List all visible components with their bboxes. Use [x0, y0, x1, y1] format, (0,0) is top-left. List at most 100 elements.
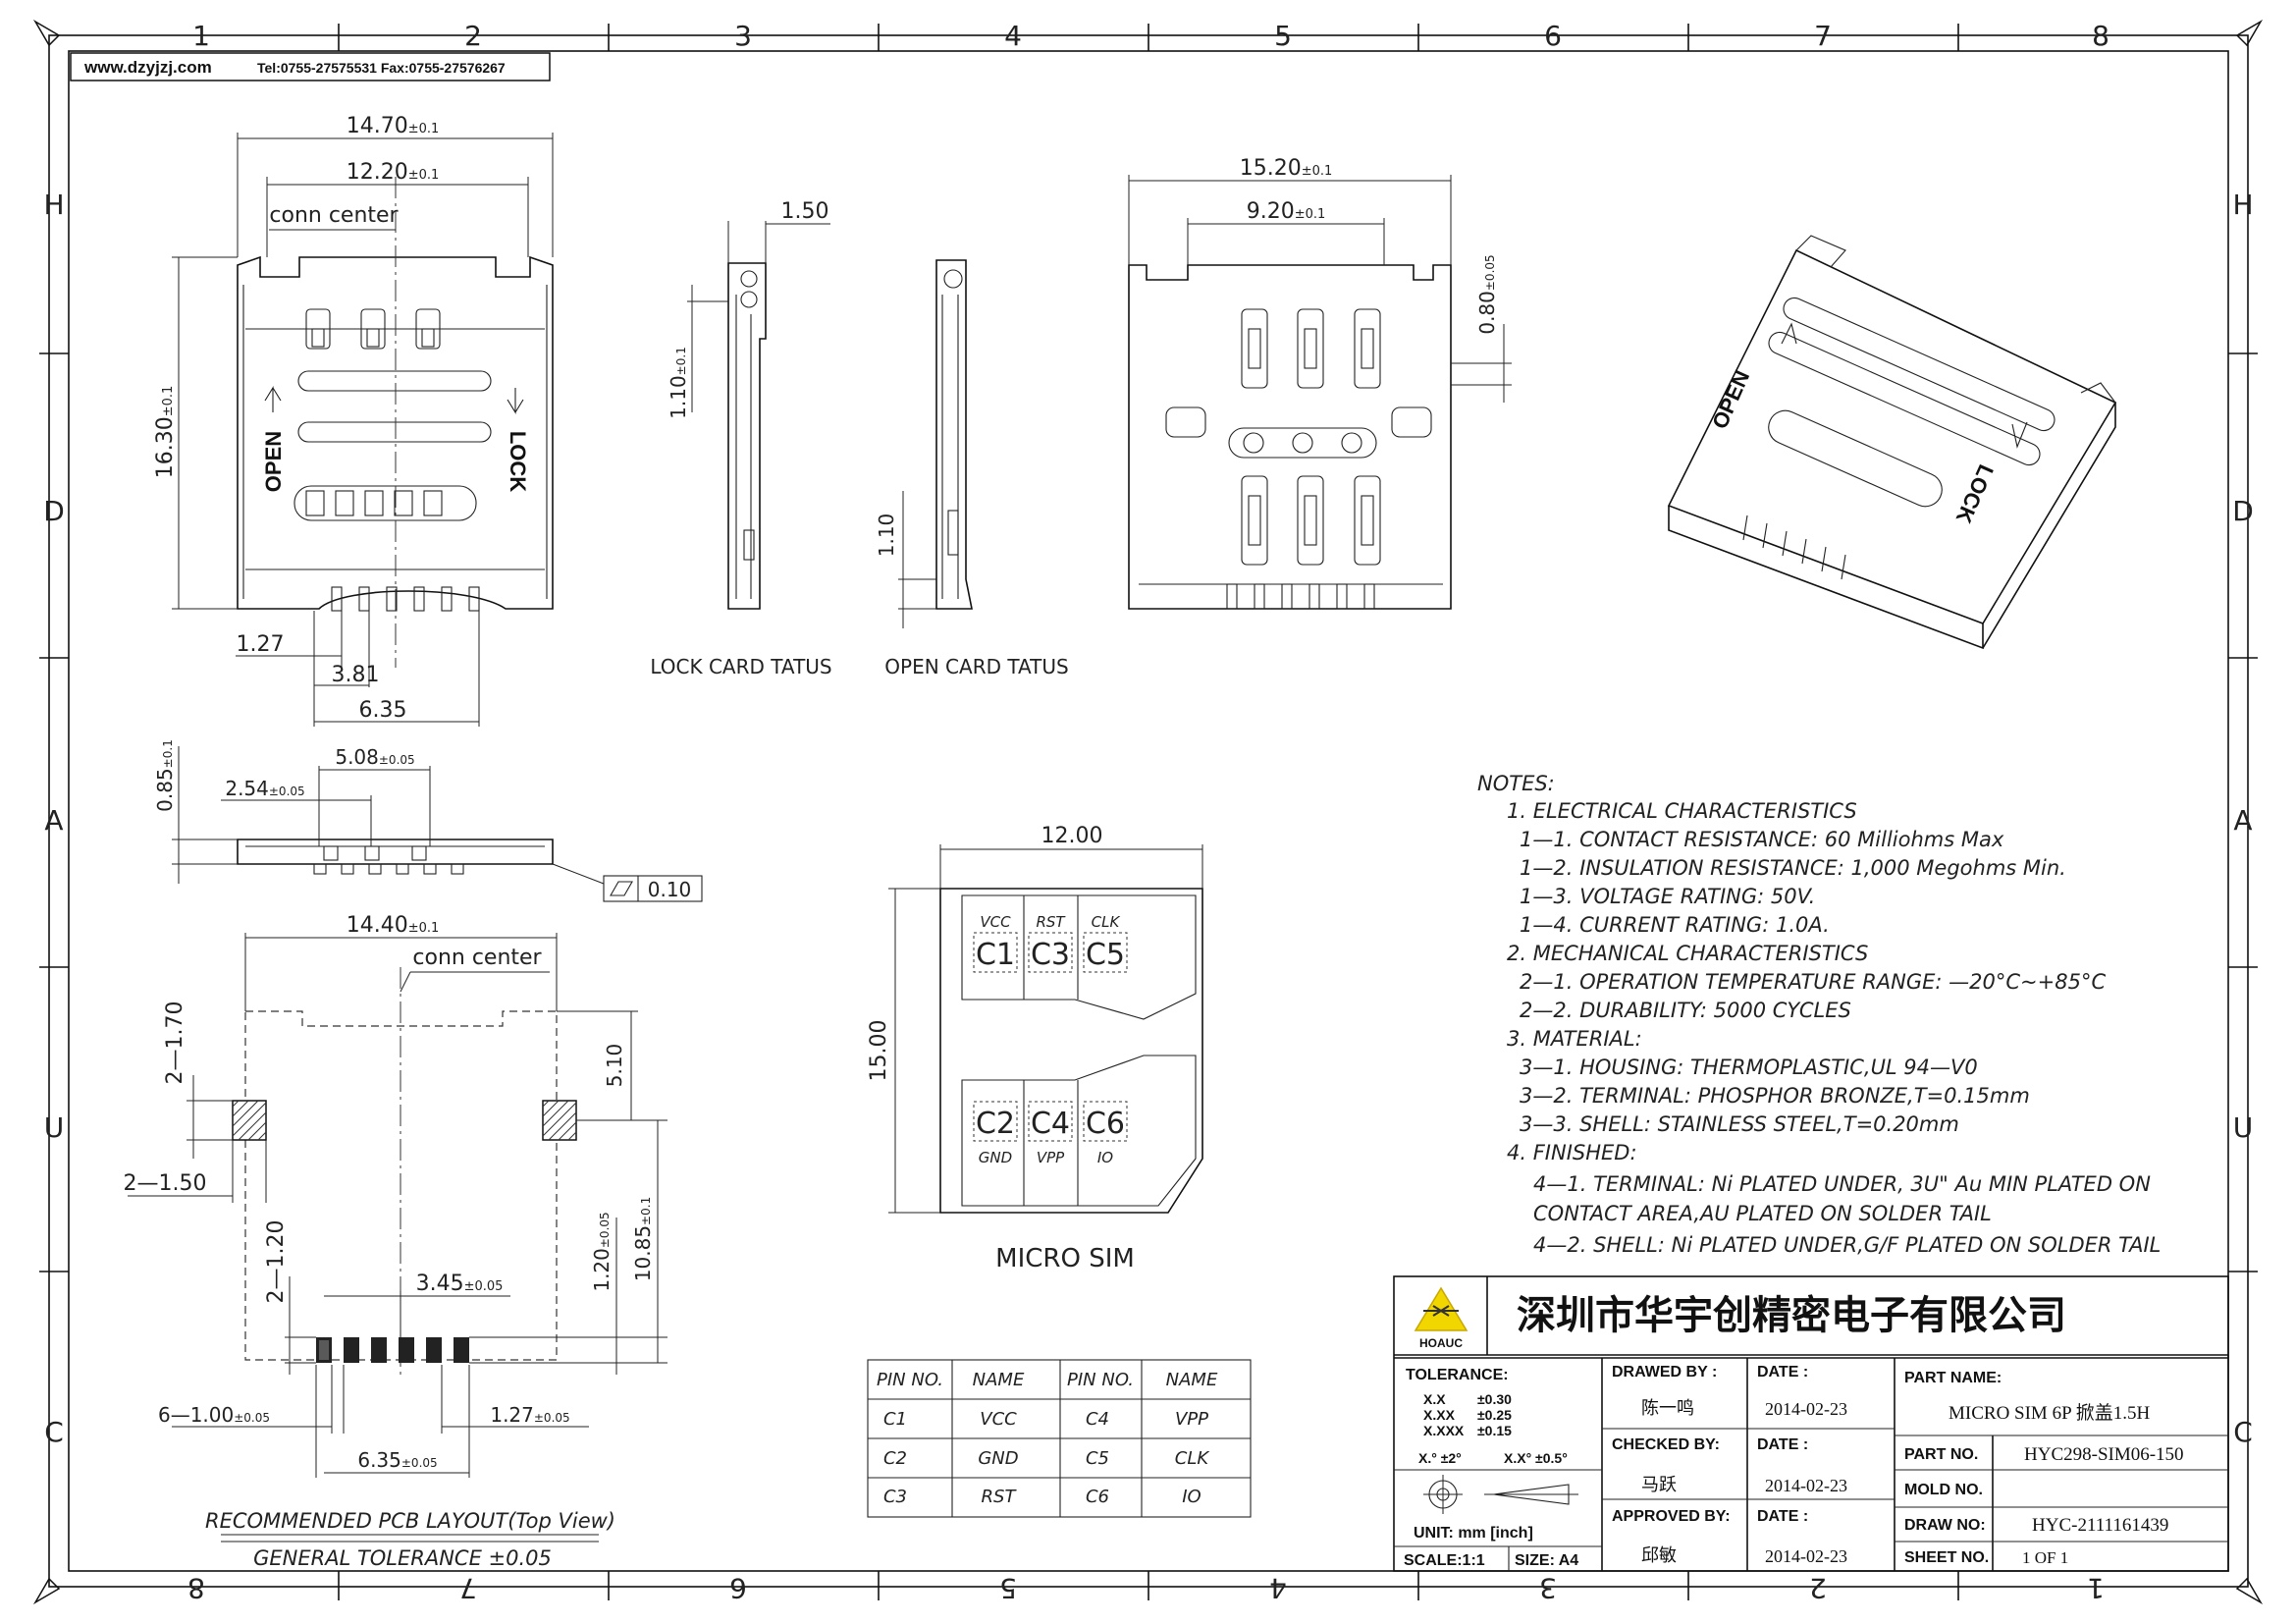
dim-110: 1.10±0.1	[667, 347, 690, 419]
pcb-dim-345: 3.45±0.05	[416, 1272, 504, 1296]
open-label: OPEN	[261, 431, 286, 492]
sim-pin-id: C3	[1031, 938, 1070, 972]
flatness-icon	[610, 881, 633, 896]
pin-table-cell: RST	[982, 1487, 1018, 1507]
row-label: U	[2233, 1111, 2254, 1144]
date-value: 2014-02-23	[1765, 1546, 1847, 1566]
pcb-dim-635: 6.35±0.05	[357, 1448, 437, 1472]
side-view-lock: 1.50 1.10±0.1 LOCK CARD TATUS	[650, 199, 831, 678]
corner-arrow-icon	[2235, 1577, 2264, 1605]
sim-pin-id: C6	[1086, 1107, 1125, 1141]
sim-pin-id: C5	[1086, 938, 1125, 972]
sim-pin-id: C4	[1031, 1107, 1070, 1141]
note-line: 1—3. VOLTAGE RATING: 50V.	[1520, 885, 1815, 908]
pin-table-cell: C3	[883, 1487, 907, 1507]
open-caption: OPEN CARD TATUS	[884, 655, 1068, 678]
col-label: 5	[1274, 20, 1292, 52]
note-line: 1. ELECTRICAL CHARACTERISTICS	[1507, 799, 1857, 823]
dim-bottom-inner: 9.20±0.1	[1247, 199, 1326, 224]
sim-pin-name: GND	[979, 1149, 1012, 1166]
dim-080: 0.80±0.05	[1475, 254, 1499, 334]
row-label: A	[2233, 804, 2252, 837]
dim-127: 1.27	[237, 632, 285, 657]
projection-symbol-icon	[1423, 1475, 1578, 1514]
date-label: DATE :	[1757, 1436, 1808, 1453]
front-view: 0.85±0.1 5.08±0.05 2.54±0.05 0.10	[153, 739, 703, 902]
pin-table-cell: C5	[1086, 1448, 1109, 1469]
col-label: 8	[187, 1572, 205, 1604]
company-logo: HOAUC	[1414, 1286, 1468, 1350]
title-block: HOAUC 深圳市华宇创精密电子有限公司 TOLERANCE: X.X ±0.3…	[1393, 1275, 2229, 1572]
note-line: 2—1. OPERATION TEMPERATURE RANGE: —20°C~…	[1520, 970, 2106, 994]
pin-table-cell: VPP	[1175, 1409, 1208, 1430]
dim-bottom-width: 15.20±0.1	[1240, 156, 1333, 181]
row-label: U	[44, 1111, 65, 1144]
pcb-dim-1085: 10.85±0.1	[631, 1197, 655, 1281]
lock-caption: LOCK CARD TATUS	[650, 655, 831, 678]
draw-no: HYC-2111161439	[2032, 1515, 2168, 1536]
flatness-value: 0.10	[648, 878, 692, 901]
note-line: 1—2. INSULATION RESISTANCE: 1,000 Megohm…	[1520, 856, 2066, 880]
dim-508: 5.08±0.05	[335, 745, 414, 769]
row-label: H	[2232, 189, 2253, 221]
top-view: OPEN LOCK 14.70±0.1 12.20±0.1 conn cente…	[153, 114, 554, 727]
pcb-dim-120: 1.20±0.05	[590, 1212, 614, 1291]
dim-085: 0.85±0.1	[153, 739, 177, 812]
bottom-view: 15.20±0.1 9.20±0.1 0.80±0.05	[1128, 156, 1512, 610]
sheet-no: 1 OF 1	[2022, 1548, 2068, 1567]
note-line: 3. MATERIAL:	[1507, 1027, 1642, 1051]
col-label: 3	[734, 20, 752, 52]
pcb-tolerance: GENERAL TOLERANCE ±0.05	[253, 1546, 552, 1570]
date-value: 2014-02-23	[1765, 1399, 1847, 1419]
row-label: C	[44, 1416, 64, 1448]
note-line: 3—2. TERMINAL: PHOSPHOR BRONZE,T=0.15mm	[1520, 1084, 2030, 1108]
iso-open-label: OPEN	[1707, 366, 1754, 432]
pin-table-header: NAME	[1166, 1370, 1218, 1390]
pcb-pad-right	[542, 1100, 577, 1141]
dim-110-open: 1.10	[875, 514, 898, 558]
approved-by: 邱敏	[1641, 1545, 1677, 1565]
pin-table-cell: C1	[883, 1409, 907, 1430]
col-label: 6	[729, 1572, 747, 1604]
pcb-dim-2-120: 2—1.20	[264, 1220, 289, 1304]
pcb-dim-2-170: 2—1.70	[163, 1001, 187, 1085]
checked-by: 马跃	[1641, 1475, 1677, 1494]
part-no-label: PART NO.	[1904, 1446, 1978, 1463]
approved-by-label: APPROVED BY:	[1612, 1508, 1731, 1525]
dim-width: 14.70±0.1	[347, 114, 440, 138]
pcb-dim-width: 14.40±0.1	[347, 913, 440, 938]
sim-pin-id: C1	[976, 938, 1015, 972]
isometric-view: OPEN LOCK	[1667, 235, 2117, 650]
checked-by-label: CHECKED BY:	[1612, 1436, 1720, 1453]
sim-pin-name: IO	[1097, 1149, 1113, 1166]
pin-table-header: NAME	[973, 1370, 1025, 1390]
logo-text: HOAUC	[1419, 1336, 1463, 1350]
sim-caption: MICRO SIM	[995, 1244, 1135, 1273]
sim-pin-id: C2	[976, 1107, 1015, 1141]
pcb-signal-pads	[316, 1337, 469, 1363]
note-line: CONTACT AREA,AU PLATED ON SOLDER TAIL	[1533, 1202, 1992, 1225]
row-label: H	[43, 189, 64, 221]
pcb-pad-left	[232, 1100, 267, 1141]
sheet-no-label: SHEET NO.	[1904, 1549, 1989, 1566]
drawn-by: 陈一鸣	[1641, 1398, 1694, 1418]
pin-table: PIN NO. NAME PIN NO. NAME C1 VCC C4 VPP …	[867, 1359, 1252, 1518]
note-line: 3—3. SHELL: STAINLESS STEEL,T=0.20mm	[1520, 1112, 1959, 1136]
angle-tol: X.° ±2°	[1418, 1450, 1462, 1466]
dim-150: 1.50	[781, 199, 829, 224]
draw-no-label: DRAW NO:	[1904, 1517, 1986, 1534]
row-label: A	[44, 804, 63, 837]
note-line: 1—1. CONTACT RESISTANCE: 60 Milliohms Ma…	[1520, 828, 2004, 851]
pin-table-cell: C4	[1086, 1409, 1109, 1430]
tol-val: ±0.15	[1477, 1423, 1512, 1438]
side-view-open: 1.10 OPEN CARD TATUS	[875, 259, 1069, 678]
drawn-by-label: DRAWED BY :	[1612, 1364, 1717, 1380]
corner-arrow-icon	[32, 1577, 61, 1605]
conn-center-label: conn center	[269, 203, 399, 228]
pin-table-cell: C2	[883, 1448, 907, 1469]
sim-pin-name: CLK	[1092, 913, 1121, 931]
pcb-dim-6-100: 6—1.00±0.05	[158, 1403, 270, 1427]
part-name: MICRO SIM 6P 掀盖1.5H	[1949, 1402, 2150, 1424]
note-line: 2. MECHANICAL CHARACTERISTICS	[1507, 942, 1868, 965]
